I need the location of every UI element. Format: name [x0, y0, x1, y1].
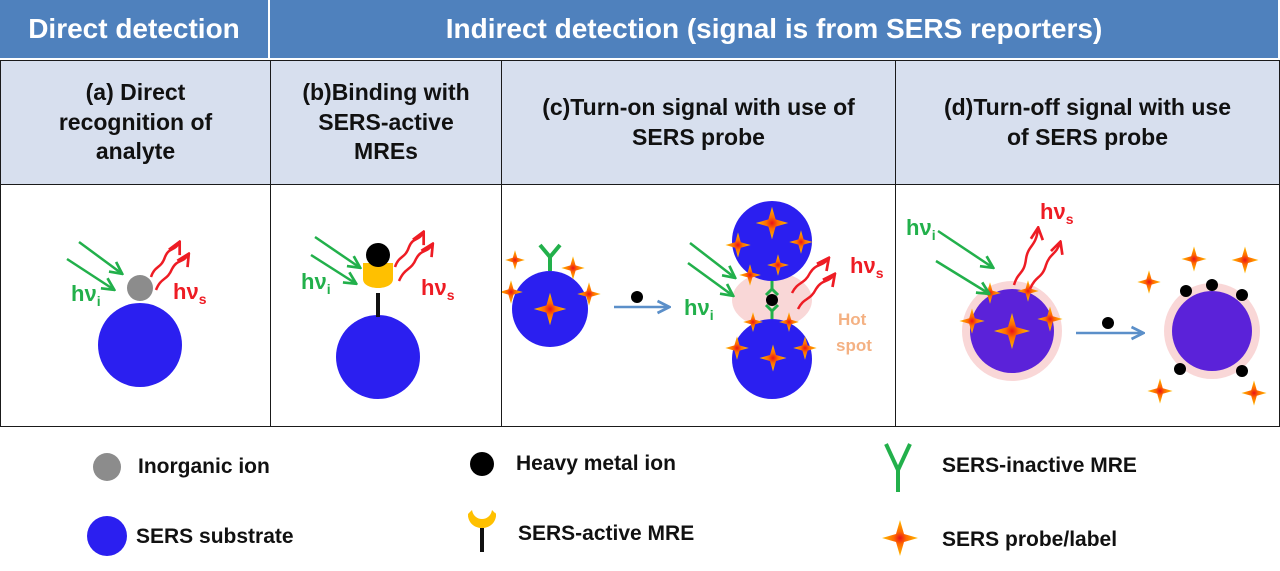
- scattered-light-arrow: [796, 275, 834, 310]
- scattered-light-arrow: [790, 259, 828, 294]
- incident-light-arrow: [935, 259, 988, 293]
- heavy-metal-ion-icon: [1102, 317, 1114, 329]
- sers-substrate-icon: [1172, 291, 1252, 371]
- legend-sers-probe-icon: [882, 520, 918, 556]
- header-indirect-detection: Indirect detection (signal is from SERS …: [270, 0, 1280, 60]
- heavy-metal-ion-icon: [1174, 363, 1186, 375]
- incident-light-arrow: [689, 242, 734, 277]
- panel-b-diagram: hνi hνs: [270, 184, 502, 427]
- incident-photon-label: hνi: [71, 281, 101, 309]
- sers-probe-icon: [1137, 270, 1161, 294]
- panel-d-diagram: hνi hνs: [895, 184, 1280, 427]
- heavy-metal-ion-icon: [1236, 365, 1248, 377]
- incident-light-arrow: [310, 253, 355, 283]
- sers-probe-icon: [1147, 378, 1173, 404]
- heavy-metal-ion-icon: [1236, 289, 1248, 301]
- incident-photon-label: hνi: [301, 269, 331, 297]
- legend: [87, 443, 918, 556]
- incident-light-arrow: [66, 257, 113, 289]
- hot-spot-label: Hot: [838, 310, 867, 329]
- legend-sers-active-mre-icon: [468, 510, 496, 552]
- sers-active-mre-icon: [363, 263, 393, 288]
- incident-light-arrow: [937, 229, 992, 267]
- panel-c-diagram: hνi hνs Hot spot: [501, 184, 896, 427]
- legend-sers-substrate-label: SERS substrate: [136, 525, 294, 548]
- inorganic-ion-icon: [127, 275, 153, 301]
- sers-probe-icon: [1181, 246, 1207, 272]
- scattered-light-arrow: [393, 233, 423, 268]
- legend-inorganic-ion-label: Inorganic ion: [138, 455, 270, 478]
- heavy-metal-ion-icon: [1206, 279, 1218, 291]
- legend-sers-substrate-icon: [87, 516, 127, 556]
- scattered-photon-label: hνs: [850, 253, 884, 281]
- panel-c-title: (c)Turn-on signal with use of SERS probe: [501, 60, 896, 185]
- panel-d-title: (d)Turn-off signal with use of SERS prob…: [895, 60, 1280, 185]
- incident-light-arrow: [687, 261, 732, 295]
- incident-light-arrow: [78, 240, 121, 273]
- legend-sers-inactive-mre-label: SERS-inactive MRE: [942, 454, 1137, 477]
- panel-a-title: (a) Direct recognition of analyte: [0, 60, 271, 185]
- legend-sers-probe-label: SERS probe/label: [942, 528, 1118, 551]
- heavy-metal-ion-icon: [1180, 285, 1192, 297]
- scattered-light-arrow: [1012, 229, 1038, 286]
- scattered-photon-label: hνs: [421, 275, 455, 303]
- incident-photon-label: hνi: [684, 295, 714, 323]
- heavy-metal-ion-icon: [631, 291, 643, 303]
- panel-b-title: (b)Binding with SERS-active MREs: [270, 60, 502, 185]
- scattered-light-arrow: [397, 245, 432, 282]
- sers-probe-icon: [1241, 380, 1267, 406]
- heavy-metal-ion-icon: [366, 243, 390, 267]
- hot-spot-label: spot: [836, 336, 872, 355]
- scattered-photon-label: hνs: [1040, 199, 1074, 227]
- heavy-metal-ion-icon: [766, 294, 778, 306]
- sers-substrate-icon: [732, 201, 812, 281]
- legend-heavy-metal-ion-label: Heavy metal ion: [516, 452, 676, 475]
- sers-substrate-icon: [98, 303, 182, 387]
- header-direct-detection: Direct detection: [0, 0, 270, 60]
- incident-light-arrow: [314, 235, 359, 267]
- incident-photon-label: hνi: [906, 215, 936, 243]
- legend-sers-inactive-mre-icon: [884, 443, 912, 492]
- sers-probe-icon: [505, 250, 525, 270]
- sers-inactive-mre-icon: [764, 281, 780, 319]
- legend-sers-active-mre-label: SERS-active MRE: [518, 522, 695, 545]
- scattered-light-arrow: [154, 255, 188, 291]
- scattered-photon-label: hνs: [173, 279, 207, 307]
- sers-substrate-icon: [336, 315, 420, 399]
- legend-heavy-metal-ion-icon: [470, 452, 494, 476]
- scattered-light-arrow: [149, 243, 179, 278]
- sers-probe-icon: [1231, 246, 1259, 274]
- sers-inactive-mre-icon: [538, 243, 562, 271]
- panel-a-diagram: hνi hνs: [0, 184, 271, 427]
- legend-inorganic-ion-icon: [93, 453, 121, 481]
- scattered-light-arrow: [1028, 243, 1060, 290]
